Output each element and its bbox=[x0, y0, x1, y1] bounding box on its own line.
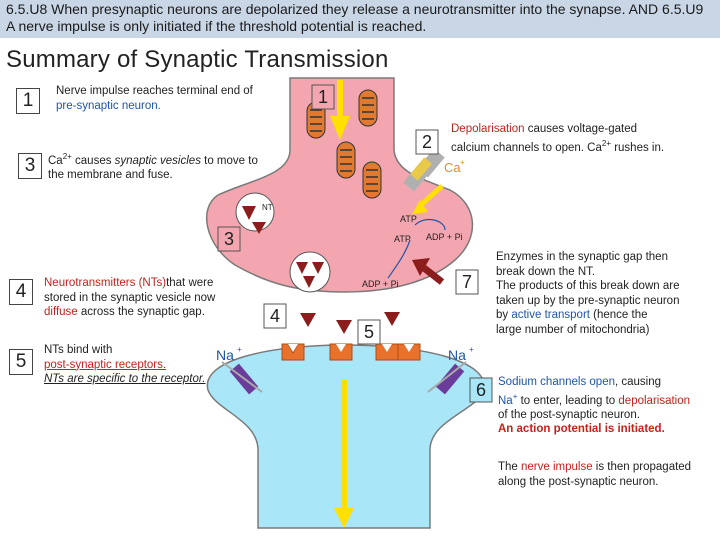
sodium-label-right: Na bbox=[448, 347, 466, 363]
diagram-number-7: 7 bbox=[455, 269, 479, 295]
propagation-text: The nerve impulse is then propagated alo… bbox=[498, 461, 692, 488]
pre-synaptic-neuron bbox=[205, 77, 474, 293]
receptors bbox=[281, 343, 421, 361]
diagram-title: Summary of Synaptic Transmission bbox=[6, 46, 389, 73]
impulse-arrow-pre bbox=[330, 80, 350, 140]
diagram-number-4: 4 bbox=[263, 303, 287, 329]
step-number-4: 4 bbox=[9, 279, 33, 305]
svg-text:6: 6 bbox=[476, 380, 486, 400]
step-number-3: 3 bbox=[18, 153, 42, 179]
sodium-label-left: Na bbox=[216, 347, 234, 363]
calcium-arrow bbox=[412, 184, 444, 214]
step-4-text: Neurotransmitters (NTs)that were stored … bbox=[44, 277, 216, 318]
step-6-text: Sodium channels open, causing Na+ to ent… bbox=[498, 376, 691, 436]
svg-text:3: 3 bbox=[224, 229, 234, 249]
reuptake-arrow bbox=[412, 258, 445, 285]
calcium-label: Ca bbox=[444, 160, 461, 175]
sodium-channel-right bbox=[427, 361, 467, 395]
receptor-notches bbox=[288, 344, 414, 352]
svg-text:4: 4 bbox=[270, 306, 280, 326]
diagram-number-5: 5 bbox=[357, 319, 381, 345]
adp-pi-label-2: ADP + Pi bbox=[362, 279, 399, 289]
nt-label: NT bbox=[262, 203, 273, 212]
step-2-text: Depolarisation causes voltage-gated calc… bbox=[451, 123, 665, 154]
mitochondria bbox=[306, 89, 382, 199]
synaptic-vesicle: NT bbox=[235, 192, 275, 234]
step-number-5: 5 bbox=[9, 349, 33, 375]
svg-text:2: 2 bbox=[422, 132, 432, 152]
svg-text:5: 5 bbox=[364, 322, 374, 342]
step-3-text: Ca2+ causes synaptic vesicles to move to… bbox=[48, 152, 258, 182]
sodium-channel-left bbox=[221, 361, 263, 395]
fusing-vesicle bbox=[289, 251, 331, 293]
calcium-channel bbox=[403, 148, 445, 192]
impulse-arrow-post bbox=[334, 380, 354, 528]
diagram-number-1: 1 bbox=[311, 84, 335, 110]
svg-text:7: 7 bbox=[462, 272, 472, 292]
diagram-number-2: 2 bbox=[415, 129, 439, 155]
sodium-label-left-sup: + bbox=[237, 345, 242, 354]
atp-cycle-arrow bbox=[414, 218, 446, 231]
slide-header: 6.5.U8 When presynaptic neurons are depo… bbox=[6, 1, 704, 34]
step-7-text: Enzymes in the synaptic gap then break d… bbox=[496, 251, 680, 336]
sodium-label-right-sup: + bbox=[469, 345, 474, 354]
svg-text:1: 1 bbox=[318, 87, 328, 107]
step-number-1: 1 bbox=[16, 88, 40, 114]
diagram-number-6: 6 bbox=[469, 377, 493, 403]
step-1-text: Nerve impulse reaches terminal end of pr… bbox=[56, 85, 253, 112]
atp-label-2: ATP bbox=[394, 234, 411, 244]
header-bar bbox=[0, 0, 720, 38]
diagram-number-3: 3 bbox=[217, 226, 241, 252]
atp-label-1: ATP bbox=[400, 214, 417, 224]
calcium-label-sup: + bbox=[460, 158, 465, 167]
adp-pi-label-1: ADP + Pi bbox=[426, 232, 463, 242]
neurotransmitters-in-gap bbox=[300, 312, 400, 334]
step-5-text: NTs bind with post-synaptic receptors. N… bbox=[44, 344, 206, 385]
